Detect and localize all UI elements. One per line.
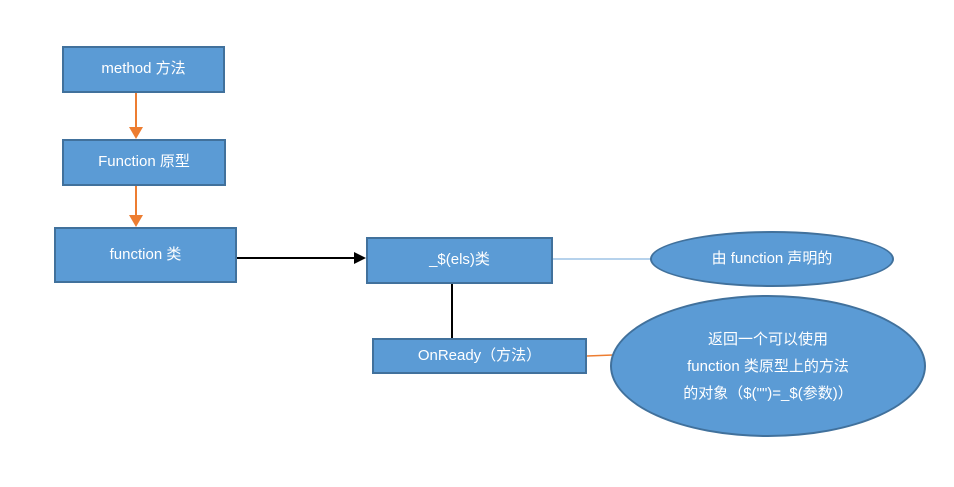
node-els-class-label: _$(els)类 <box>429 251 490 269</box>
node-declared-by-ellipse: 由 function 声明的 <box>650 231 894 287</box>
node-method: method 方法 <box>62 46 225 93</box>
node-returns-line-1: 返回一个可以使用 <box>707 330 828 348</box>
edge-onready-to-returns <box>586 354 614 357</box>
node-function-prototype-label: Function 原型 <box>98 153 190 171</box>
node-function-class: function 类 <box>54 227 237 283</box>
node-returns-ellipse: 返回一个可以使用 function 类原型上的方法 的对象（$("")=_$(参… <box>610 295 926 437</box>
node-onready-label: OnReady（方法） <box>417 346 542 364</box>
node-els-class: _$(els)类 <box>366 237 553 284</box>
edge-function-class-to-els-class <box>237 252 366 264</box>
node-function-class-label: function 类 <box>109 245 182 263</box>
node-declared-by-label: 由 function 声明的 <box>711 249 833 267</box>
node-onready: OnReady（方法） <box>372 338 587 374</box>
edge-method-to-function-proto <box>129 93 143 139</box>
node-method-label: method 方法 <box>101 60 186 78</box>
edge-function-proto-to-function-class <box>129 186 143 227</box>
node-function-prototype: Function 原型 <box>62 139 226 186</box>
node-returns-line-2: function 类原型上的方法 <box>687 357 849 375</box>
node-returns-line-3: 的对象（$("")=_$(参数)） <box>683 384 853 402</box>
node-returns-label: 返回一个可以使用 function 类原型上的方法 的对象（$("")=_$(参… <box>683 326 852 407</box>
